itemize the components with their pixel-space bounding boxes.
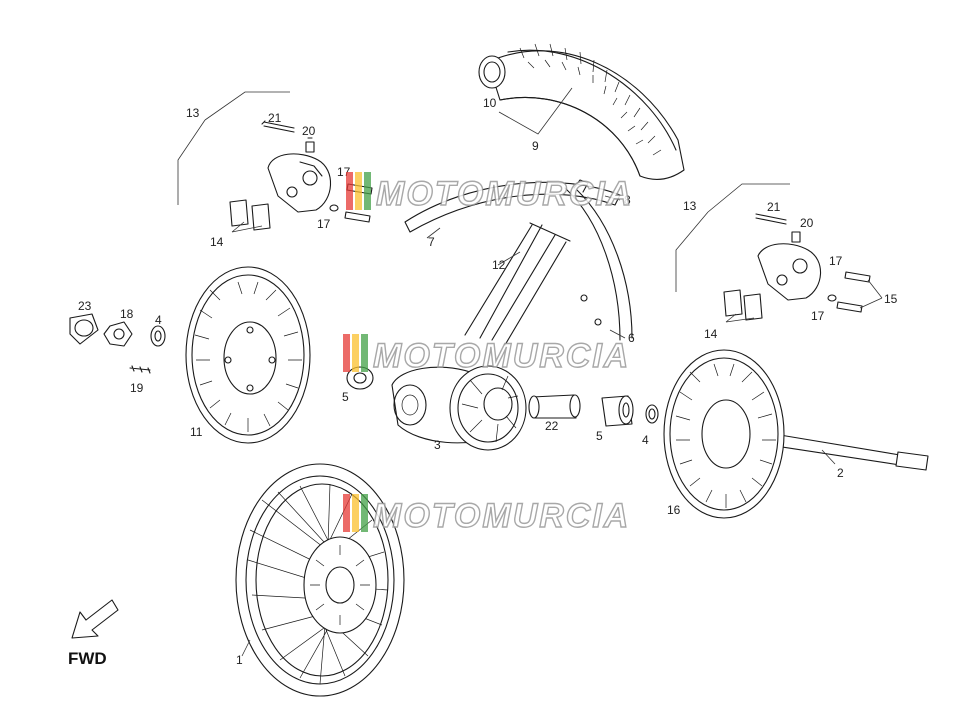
callout-5-left: 5 (342, 390, 349, 404)
washer-left (150, 325, 166, 347)
callout-16: 16 (667, 503, 681, 517)
pad-left-a (229, 199, 249, 227)
pin-21-left (261, 120, 295, 133)
brake-disc-right (663, 349, 785, 519)
callout-10: 10 (483, 96, 497, 110)
callout-14-right: 14 (704, 327, 718, 341)
callout-labels: 1 2 3 4 4 5 5 6 7 8 9 10 11 12 13 13 14 … (78, 96, 898, 667)
callout-13-right: 13 (683, 199, 697, 213)
callout-17-left-bottom: 17 (317, 217, 331, 231)
bearing-left (346, 366, 374, 390)
pin-21-right (755, 213, 787, 225)
callout-9: 9 (532, 139, 539, 153)
tire (478, 43, 685, 180)
brake-disc-left (185, 266, 311, 444)
hub (391, 365, 527, 451)
fender (404, 179, 621, 233)
fwd-label: FWD (68, 649, 107, 668)
callout-2: 2 (837, 466, 844, 480)
brake-caliper-right (757, 243, 822, 301)
callout-5-right: 5 (596, 429, 603, 443)
callout-14-left: 14 (210, 235, 224, 249)
washer-right (645, 404, 659, 424)
callout-4-right: 4 (642, 433, 649, 447)
fork (464, 187, 633, 346)
watermark-2: MOTOMURCIA (343, 334, 630, 376)
bearing-right (601, 395, 634, 427)
pad-left-b (251, 203, 271, 231)
callout-19: 19 (130, 381, 144, 395)
callout-17-right-bottom: 17 (811, 309, 825, 323)
callout-6: 6 (628, 331, 635, 345)
callout-7: 7 (428, 235, 435, 249)
callout-11: 11 (190, 425, 203, 439)
callout-23: 23 (78, 299, 92, 313)
brake-caliper-left (267, 153, 332, 213)
callout-1: 1 (236, 653, 243, 667)
callout-15: 15 (884, 292, 898, 306)
watermark-1: MOTOMURCIA (346, 172, 633, 214)
pin-19 (129, 365, 151, 374)
callout-17-right-top: 17 (829, 254, 843, 268)
watermark-text: MOTOMURCIA (373, 497, 630, 535)
bleeder-20-left (305, 137, 315, 153)
callout-3: 3 (434, 438, 441, 452)
spacer (528, 394, 581, 419)
callout-13-left: 13 (186, 106, 200, 120)
callout-12: 12 (492, 258, 506, 272)
callout-4-left: 4 (155, 313, 162, 327)
nut-18 (103, 321, 133, 347)
watermark-text: MOTOMURCIA (373, 337, 630, 375)
callout-20-right: 20 (800, 216, 814, 230)
callout-22: 22 (545, 419, 559, 433)
pad-right-b (743, 293, 763, 321)
callout-20-left: 20 (302, 124, 316, 138)
bolts-17-right (827, 271, 871, 313)
bleeder-20-right (791, 231, 801, 243)
callout-21-right: 21 (767, 200, 781, 214)
callout-18: 18 (120, 307, 134, 321)
watermark-text: MOTOMURCIA (376, 175, 633, 213)
leader-lines (177, 87, 883, 657)
callout-21-left: 21 (268, 111, 282, 125)
fwd-arrow-icon (71, 599, 119, 639)
axle-nut (69, 313, 99, 345)
callout-8: 8 (624, 193, 631, 207)
watermark-3: MOTOMURCIA (343, 494, 630, 536)
pad-right-a (723, 289, 743, 317)
